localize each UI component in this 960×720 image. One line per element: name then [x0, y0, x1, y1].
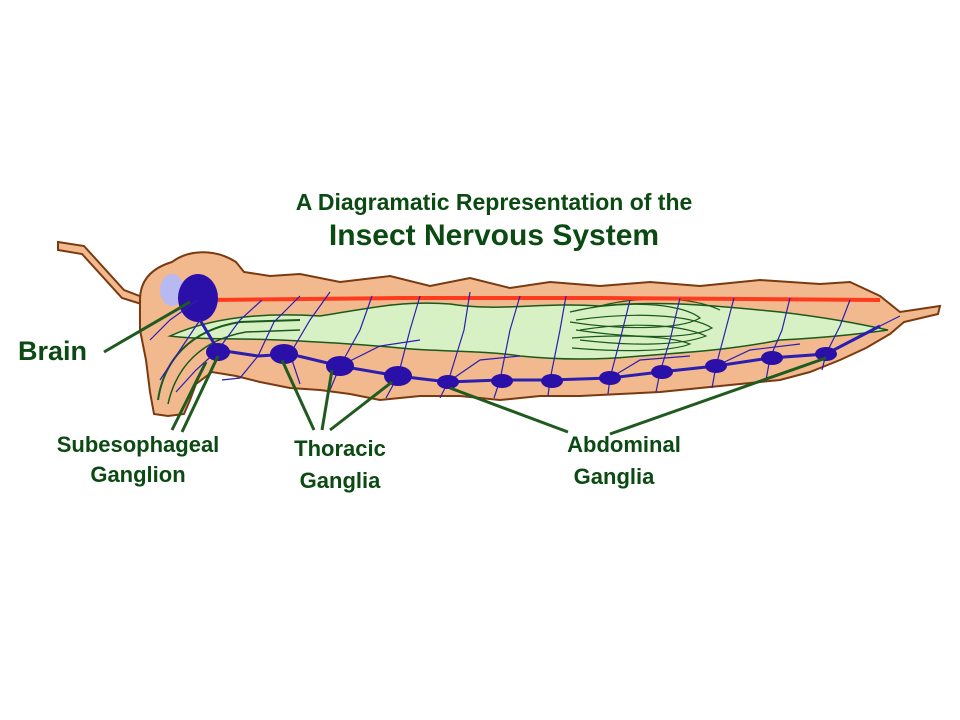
label-subesophageal-line1: Subesophageal	[57, 432, 220, 457]
foregut	[157, 319, 301, 401]
abdominal-ganglion-7	[761, 351, 783, 365]
antenna	[57, 240, 152, 308]
subesophageal-ganglion	[206, 343, 230, 361]
diagram-title-line2: Insect Nervous System	[329, 219, 659, 252]
thoracic-ganglion-3	[384, 366, 412, 386]
leader-lines	[103, 300, 827, 436]
label-thoracic-line2: Ganglia	[300, 468, 381, 493]
label-thoracic-line1: Thoracic	[294, 436, 386, 461]
thoracic-leader-3	[329, 380, 393, 432]
thoracic-leader-2	[320, 369, 334, 431]
thoracic-ganglion-1	[270, 344, 298, 364]
abdominal-ganglion-4	[599, 371, 621, 385]
abdominal-ganglion-1	[437, 375, 459, 389]
diagram-title-line1: A Diagramatic Representation of the	[296, 189, 693, 215]
label-subesophageal-line2: Ganglion	[90, 462, 185, 487]
abdominal-leader-1	[449, 386, 569, 434]
abdominal-ganglion-6	[705, 359, 727, 373]
foregut-inner	[167, 329, 301, 405]
abdominal-ganglion-5	[651, 365, 673, 379]
label-abdominal-line2: Ganglia	[574, 464, 655, 489]
abdominal-ganglion-2	[491, 374, 513, 388]
insect-body	[57, 240, 942, 418]
abdominal-ganglion-3	[541, 374, 563, 388]
dorsal-vessel	[209, 296, 881, 302]
label-brain: Brain	[18, 336, 87, 366]
brain-leader	[103, 300, 191, 354]
brain-ganglion	[178, 274, 218, 322]
abdominal-leader-2	[609, 356, 827, 436]
subesophageal-leader-b	[180, 355, 220, 433]
subesophageal-leader-a	[170, 361, 208, 431]
label-abdominal-line1: Abdominal	[567, 432, 681, 457]
abdominal-ganglion-8	[815, 347, 837, 361]
thoracic-leader-1	[280, 359, 316, 431]
